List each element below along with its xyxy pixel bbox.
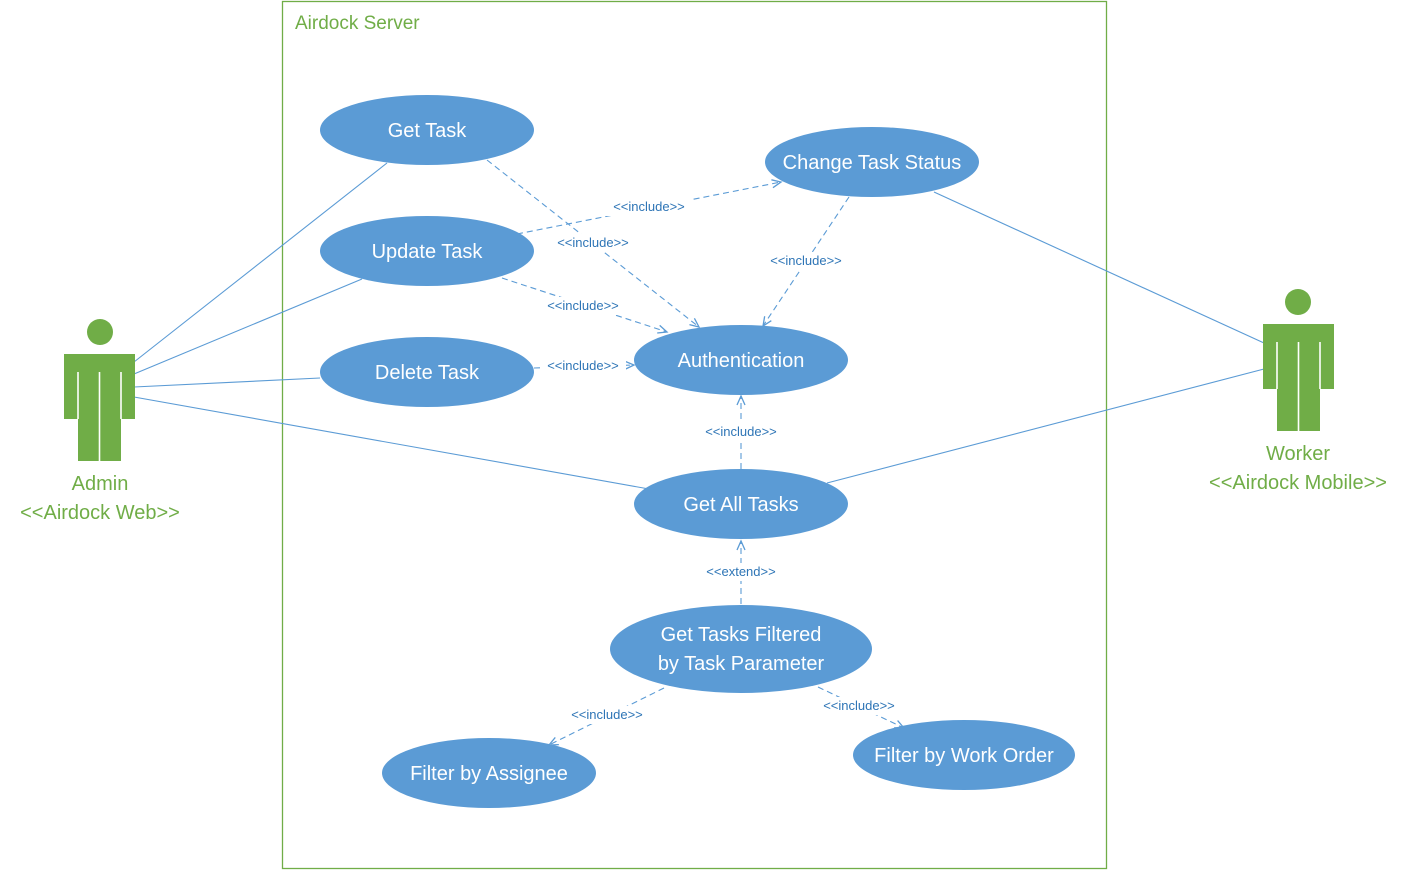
label-update-task-to-auth: <<include>> xyxy=(547,298,619,313)
use-case-change-task-status[interactable]: Change Task Status xyxy=(765,127,979,197)
use-case-get-all-tasks-label: Get All Tasks xyxy=(683,494,798,516)
label-filtered-to-assignee: <<include>> xyxy=(571,707,643,722)
use-case-filter-by-assignee-label: Filter by Assignee xyxy=(410,763,568,785)
assoc-admin-delete-task xyxy=(133,377,321,388)
assoc-admin-get-all-tasks xyxy=(133,396,650,490)
use-case-get-task-label: Get Task xyxy=(388,120,468,142)
system-title: Airdock Server xyxy=(295,13,420,34)
stick-figure-icon xyxy=(64,319,135,461)
use-case-get-tasks-filtered[interactable]: Get Tasks Filtered by Task Parameter xyxy=(610,605,872,693)
label-change-status-to-auth: <<include>> xyxy=(770,253,842,268)
use-case-delete-task-label: Delete Task xyxy=(375,362,480,384)
assoc-admin-update-task xyxy=(133,278,363,375)
use-case-get-task[interactable]: Get Task xyxy=(320,95,534,165)
use-case-update-task-label: Update Task xyxy=(372,241,484,263)
label-update-to-change-status: <<include>> xyxy=(613,199,685,214)
use-case-change-task-status-label: Change Task Status xyxy=(783,152,962,174)
label-filtered-to-work-order: <<include>> xyxy=(823,698,895,713)
assoc-worker-change-status xyxy=(933,191,1265,344)
actor-admin[interactable]: Admin <<Airdock Web>> xyxy=(20,319,180,524)
dep-filtered-to-work-order xyxy=(817,686,906,729)
assoc-admin-get-task xyxy=(133,162,388,363)
actor-admin-name: Admin xyxy=(72,473,129,495)
use-case-filter-by-assignee[interactable]: Filter by Assignee xyxy=(382,738,596,808)
use-case-filter-by-work-order-label: Filter by Work Order xyxy=(874,745,1054,767)
actor-worker-name: Worker xyxy=(1266,443,1330,465)
actor-worker[interactable]: Worker <<Airdock Mobile>> xyxy=(1209,289,1387,494)
use-case-update-task[interactable]: Update Task xyxy=(320,216,534,286)
label-get-all-to-auth: <<include>> xyxy=(705,424,777,439)
assoc-worker-get-all-tasks xyxy=(826,368,1265,484)
use-case-delete-task[interactable]: Delete Task xyxy=(320,337,534,407)
label-get-task-to-auth: <<include>> xyxy=(557,235,629,250)
actor-admin-stereotype: <<Airdock Web>> xyxy=(20,502,180,524)
label-filtered-to-get-all: <<extend>> xyxy=(706,564,775,579)
use-case-get-tasks-filtered-label-line-1: Get Tasks Filtered xyxy=(661,624,822,646)
use-case-authentication[interactable]: Authentication xyxy=(634,325,848,395)
associations xyxy=(133,162,1265,490)
label-delete-task-to-auth: <<include>> xyxy=(547,358,619,373)
use-case-filter-by-work-order[interactable]: Filter by Work Order xyxy=(853,720,1075,790)
dep-change-status-to-auth xyxy=(762,196,850,328)
actor-worker-stereotype: <<Airdock Mobile>> xyxy=(1209,472,1387,494)
stereotype-labels: <<include>> <<include>> <<include>> <<in… xyxy=(540,198,902,724)
stick-figure-icon xyxy=(1263,289,1334,431)
use-case-authentication-label: Authentication xyxy=(678,350,805,372)
use-case-get-all-tasks[interactable]: Get All Tasks xyxy=(634,469,848,539)
use-case-get-tasks-filtered-label-line-2: by Task Parameter xyxy=(658,653,825,675)
dep-update-task-to-auth xyxy=(501,277,669,334)
system-boundary xyxy=(281,0,1108,870)
